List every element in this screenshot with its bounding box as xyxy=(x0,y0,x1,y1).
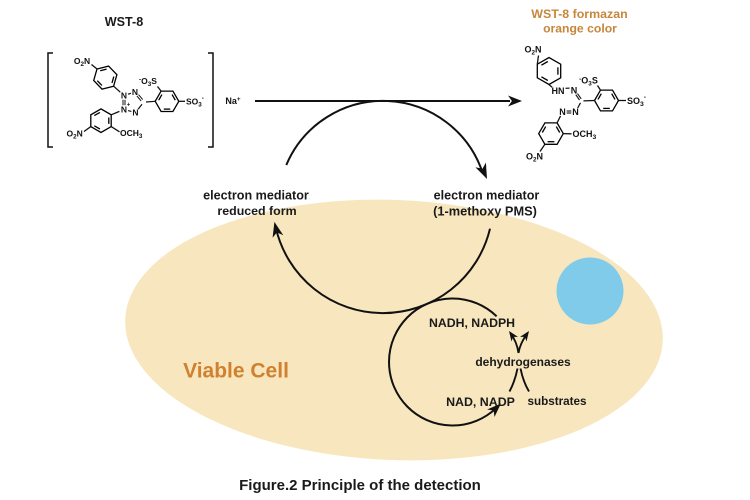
svg-text:electron mediator: electron mediator xyxy=(203,189,309,203)
svg-text:OCH3: OCH3 xyxy=(120,128,143,140)
svg-text:Figure.2 Principle of the dete: Figure.2 Principle of the detection xyxy=(239,477,481,494)
svg-text:substrates: substrates xyxy=(527,395,587,408)
svg-text:N: N xyxy=(132,87,138,97)
svg-text:orange color: orange color xyxy=(543,22,617,36)
svg-text:N: N xyxy=(572,107,579,117)
svg-text:N: N xyxy=(121,104,127,114)
svg-text:O2N: O2N xyxy=(67,129,83,141)
svg-text:N: N xyxy=(132,107,138,117)
svg-text:dehydrogenases: dehydrogenases xyxy=(475,355,571,369)
svg-text:reduced form: reduced form xyxy=(217,204,296,218)
svg-text:-O3S: -O3S xyxy=(139,76,157,88)
svg-text:Na+: Na+ xyxy=(225,96,241,106)
svg-text:N: N xyxy=(571,86,578,96)
svg-text:-O3S: -O3S xyxy=(579,76,598,88)
svg-text:OCH3: OCH3 xyxy=(573,129,597,141)
svg-text:+: + xyxy=(127,102,131,108)
svg-text:NADH, NADPH: NADH, NADPH xyxy=(429,316,515,330)
svg-text:electron mediator: electron mediator xyxy=(434,189,540,203)
svg-text:N: N xyxy=(559,107,566,117)
svg-text:SO3-: SO3- xyxy=(627,94,646,108)
svg-text:Viable Cell: Viable Cell xyxy=(183,360,289,383)
svg-text:NAD, NADP: NAD, NADP xyxy=(446,395,515,409)
svg-text:WST-8 formazan: WST-8 formazan xyxy=(531,7,627,21)
svg-text:N: N xyxy=(121,90,127,100)
svg-text:O2N: O2N xyxy=(74,56,90,68)
svg-text:(1-methoxy PMS): (1-methoxy PMS) xyxy=(433,204,537,219)
svg-text:HN: HN xyxy=(552,86,565,96)
svg-text:SO3-: SO3- xyxy=(186,95,204,109)
svg-text:O2N: O2N xyxy=(526,152,543,164)
svg-text:WST-8: WST-8 xyxy=(105,15,143,29)
svg-text:O2N: O2N xyxy=(524,45,541,57)
